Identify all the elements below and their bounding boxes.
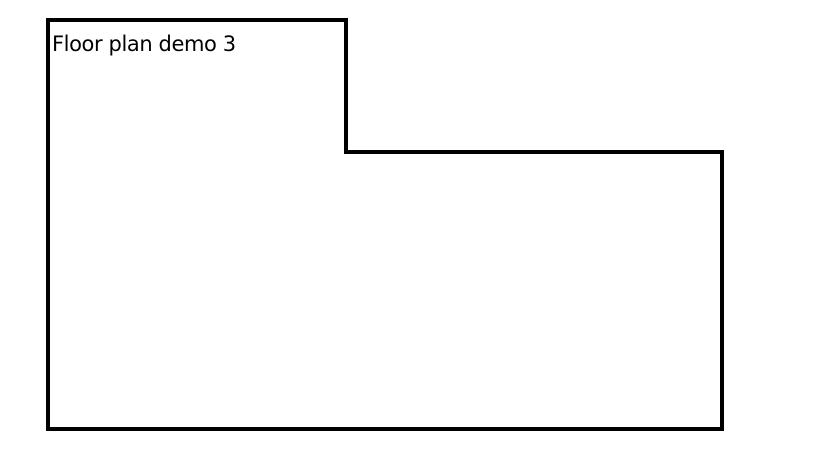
room-outline [46,18,724,431]
floor-plan-title: Floor plan demo 3 [52,32,236,56]
